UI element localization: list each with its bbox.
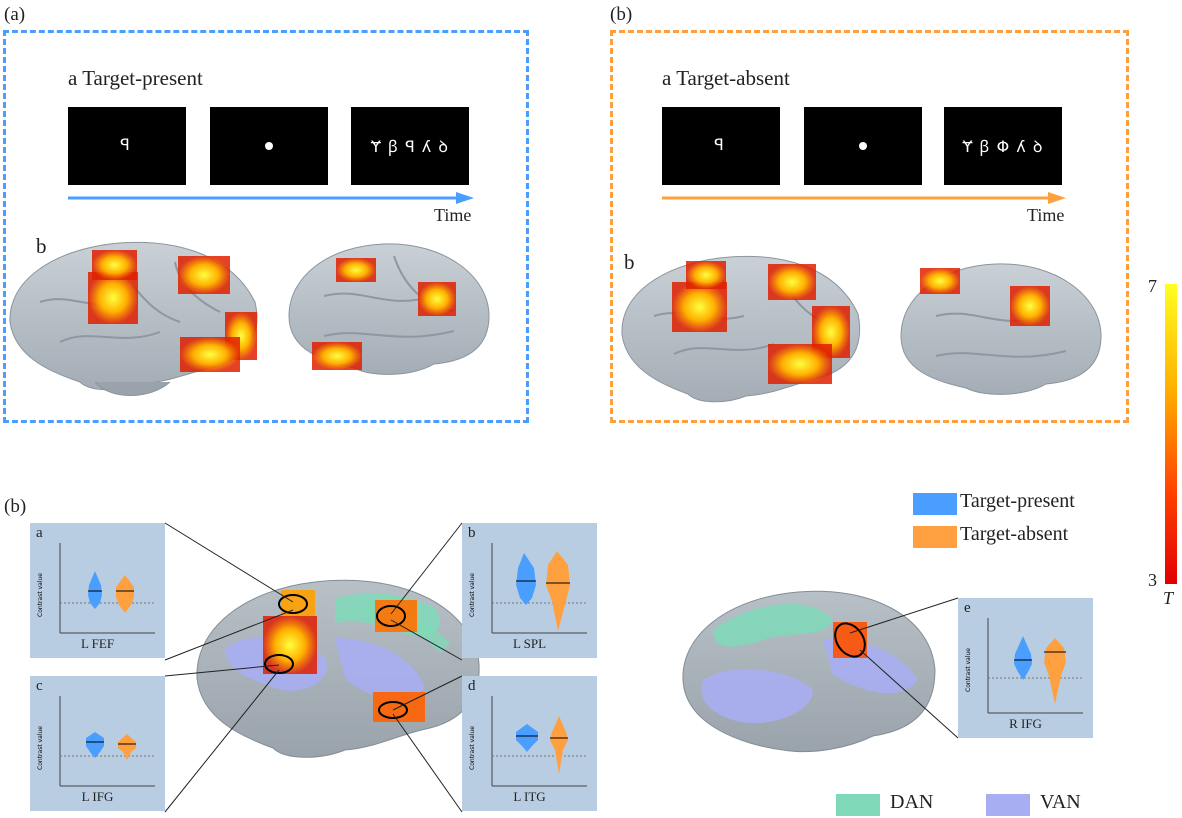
brain-left-hemisphere-absent (621, 255, 861, 403)
brain-network-right (682, 590, 936, 753)
time-arrow (68, 192, 474, 204)
sub-label-b-absent: b (624, 250, 635, 274)
inset-l-spl: b Contrast value L SPL (462, 523, 597, 658)
fixation-dot-absent (859, 142, 867, 150)
sub-label-b: b (36, 234, 47, 258)
svg-text:Contrast value: Contrast value (37, 573, 44, 617)
svg-text:Contrast value: Contrast value (469, 726, 476, 770)
inset-l-ifg: c Contrast value L IFG (30, 676, 165, 811)
legend-label-target-present: Target-present (960, 490, 1075, 512)
brain-network-left (196, 579, 480, 758)
svg-text:Contrast value: Contrast value (965, 648, 972, 692)
inset-l-itg: d Contrast value L ITG (462, 676, 597, 811)
inset-r-ifg: e Contrast value R IFG (958, 598, 1093, 738)
panel-label-b-bottom: (b) (4, 496, 27, 517)
target-present-label: a Target-present (68, 66, 203, 90)
legend-swatch-dan (836, 794, 880, 816)
legend-label-van: VAN (1040, 791, 1081, 813)
stimulus-cue: ꟼ (68, 107, 186, 185)
target-present-frame (3, 30, 529, 423)
legend-swatch-target-absent (913, 526, 957, 548)
time-arrow-absent (662, 192, 1066, 204)
brain-left-hemisphere (9, 241, 258, 396)
stimulus-search-array: Ɏ ꞵ ꟼ ʎ ꝺ (351, 107, 469, 185)
panel-label-b-top: (b) (610, 4, 633, 25)
svg-text:Contrast value: Contrast value (469, 573, 476, 617)
legend-swatch-target-present (913, 493, 957, 515)
fixation-dot (265, 142, 273, 150)
svg-text:Contrast value: Contrast value (37, 726, 44, 770)
legend-label-target-absent: Target-absent (960, 523, 1069, 545)
colorbar-min-label: 3 (1148, 570, 1157, 590)
inset-l-fef: a Contrast value L FEF (30, 523, 165, 658)
brain-right-hemisphere (288, 243, 490, 375)
target-absent-label: a Target-absent (662, 66, 790, 90)
stimulus-fixation (210, 107, 328, 185)
colorbar-var-label: T (1163, 588, 1174, 608)
legend-label-dan: DAN (890, 791, 934, 813)
time-label-absent: Time (1027, 205, 1065, 225)
colorbar-max-label: 7 (1148, 276, 1157, 296)
colorbar (1165, 284, 1177, 584)
brain-right-hemisphere-absent (900, 263, 1102, 395)
stimulus-search-array-absent: Ɏ ꞵ Φ ʎ ꝺ (944, 107, 1062, 185)
time-label: Time (434, 205, 472, 225)
legend-swatch-van (986, 794, 1030, 816)
panel-label-a: (a) (4, 4, 26, 25)
stimulus-fixation-absent (804, 107, 922, 185)
stimulus-cue-absent: ꟼ (662, 107, 780, 185)
target-absent-frame (610, 30, 1129, 423)
